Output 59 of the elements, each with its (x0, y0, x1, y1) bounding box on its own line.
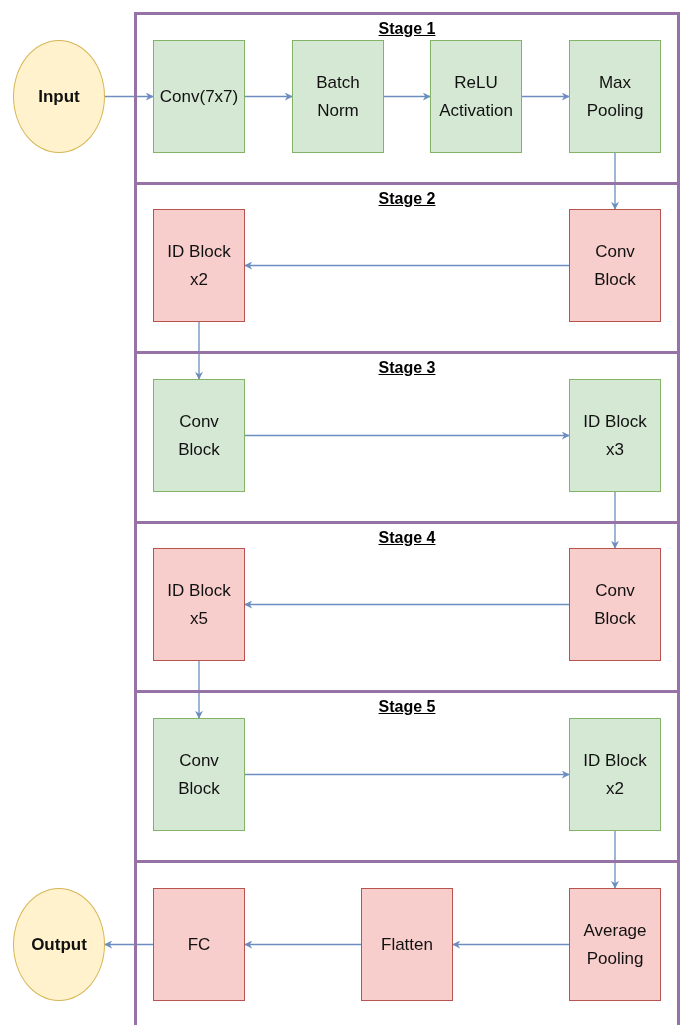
stage-title: Stage 5 (378, 698, 436, 716)
arrow (104, 92, 154, 101)
arrow (611, 830, 619, 889)
block-label: Max Pooling (585, 71, 645, 122)
stage-panel (134, 521, 680, 693)
block-label: ID Block x5 (166, 579, 232, 630)
arrow (104, 940, 154, 949)
block-label: ID Block x2 (582, 749, 648, 800)
layer-block (569, 888, 661, 1001)
layer-block (153, 379, 245, 492)
block-label: Conv Block (593, 579, 637, 630)
layer-block (292, 40, 384, 153)
layer-block (569, 40, 661, 153)
block-label: ID Block x2 (166, 240, 232, 291)
stage-title: Stage 2 (378, 190, 436, 208)
block-label: ID Block x3 (582, 410, 648, 461)
block-label: Conv(7x7) (158, 85, 240, 108)
arrow (383, 92, 431, 101)
layer-block (569, 209, 661, 322)
block-label: Output (30, 933, 88, 956)
block-label: Average Pooling (582, 919, 648, 970)
layer-block (569, 718, 661, 831)
stage-panel (134, 860, 680, 1025)
arrow (244, 600, 570, 609)
arrow (244, 770, 570, 779)
block-label: Conv Block (177, 410, 221, 461)
layer-block (153, 718, 245, 831)
layer-block (569, 548, 661, 661)
arrow (521, 92, 570, 101)
arrow (195, 321, 203, 380)
block-label: Input (37, 85, 81, 108)
layer-block (153, 40, 245, 153)
block-label: ReLU Activation (438, 71, 514, 122)
arrow (611, 152, 619, 210)
stage-panel (134, 690, 680, 863)
stage-panel (134, 351, 680, 524)
arrow (244, 940, 362, 949)
block-label: Conv Block (177, 749, 221, 800)
layer-block (153, 888, 245, 1001)
arrow (611, 491, 619, 549)
layer-block (430, 40, 522, 153)
block-label: Conv Block (593, 240, 637, 291)
layer-block (153, 209, 245, 322)
layer-block (569, 379, 661, 492)
block-label: FC (186, 933, 212, 956)
stage-panel (134, 12, 680, 185)
stage-title: Stage 3 (378, 359, 436, 377)
layer-block (153, 548, 245, 661)
arrow (244, 261, 570, 270)
block-label: Batch Norm (315, 71, 361, 122)
stage-panel (134, 182, 680, 354)
stage-title: Stage 1 (378, 20, 436, 38)
arrow (452, 940, 570, 949)
block-label: Flatten (380, 933, 434, 956)
stage-title: Stage 4 (378, 529, 436, 547)
layer-block (361, 888, 453, 1001)
arrow (244, 431, 570, 440)
arrow (195, 660, 203, 719)
arrow (244, 92, 293, 101)
